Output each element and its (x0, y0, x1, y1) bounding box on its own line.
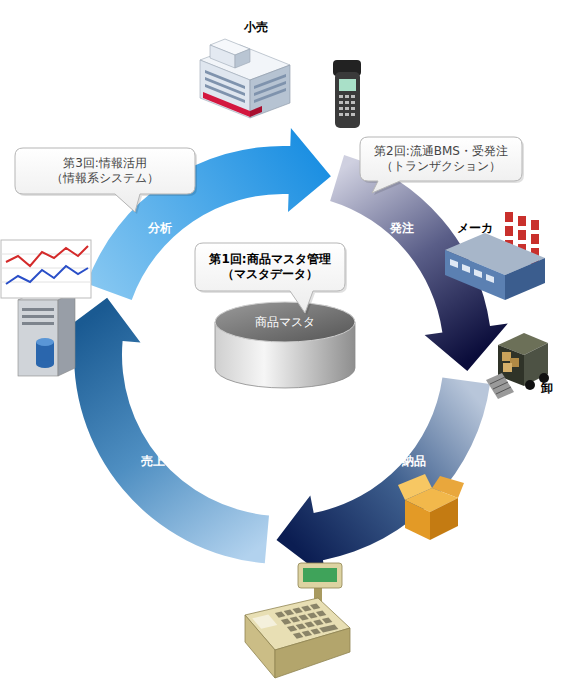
retail-building (200, 39, 290, 118)
analysis-server (18, 292, 75, 376)
actor-name: メーカ (445, 219, 505, 237)
callout-bubble: 第3回:情報活用 （情報系システム） (15, 148, 195, 194)
callout-outline (360, 137, 522, 193)
callout-outline (15, 148, 195, 212)
callout-bubble: 第1回:商品マスタ管理 （マスタデータ） (195, 243, 345, 291)
line-chart (1, 240, 91, 298)
flow-step-label: 分析 (148, 220, 172, 237)
actor-label: メーカ (445, 219, 505, 237)
cash-register (245, 563, 350, 678)
cylinder-outline (213, 300, 357, 390)
actor-name: 卸 (534, 379, 560, 397)
actor-name: 小売 (230, 18, 282, 36)
callout-bubble: 第2回:流通BMS・受発注 （トランザクション） (360, 137, 522, 181)
actor-label: 卸 (534, 379, 560, 397)
callout-text: 第1回:商品マスタ管理 （マスタデータ） (195, 243, 345, 291)
callout-text: 第3回:情報活用 （情報系システム） (15, 148, 195, 194)
cardboard-box (398, 474, 464, 540)
handheld-scanner (333, 60, 361, 128)
database-cylinder: 商品マスタ (213, 300, 357, 390)
database-text: 商品マスタ (213, 310, 357, 334)
flow-step-label: 納品 (402, 453, 426, 470)
delivery-truck (486, 333, 549, 399)
factory (445, 212, 545, 300)
flow-step-label: 発注 (390, 220, 414, 237)
cycle-arrow (277, 377, 491, 577)
flow-step-label: 売上 (141, 453, 165, 470)
actor-label: 小売 (230, 18, 282, 36)
callout-text: 第2回:流通BMS・受発注 （トランザクション） (360, 137, 522, 181)
